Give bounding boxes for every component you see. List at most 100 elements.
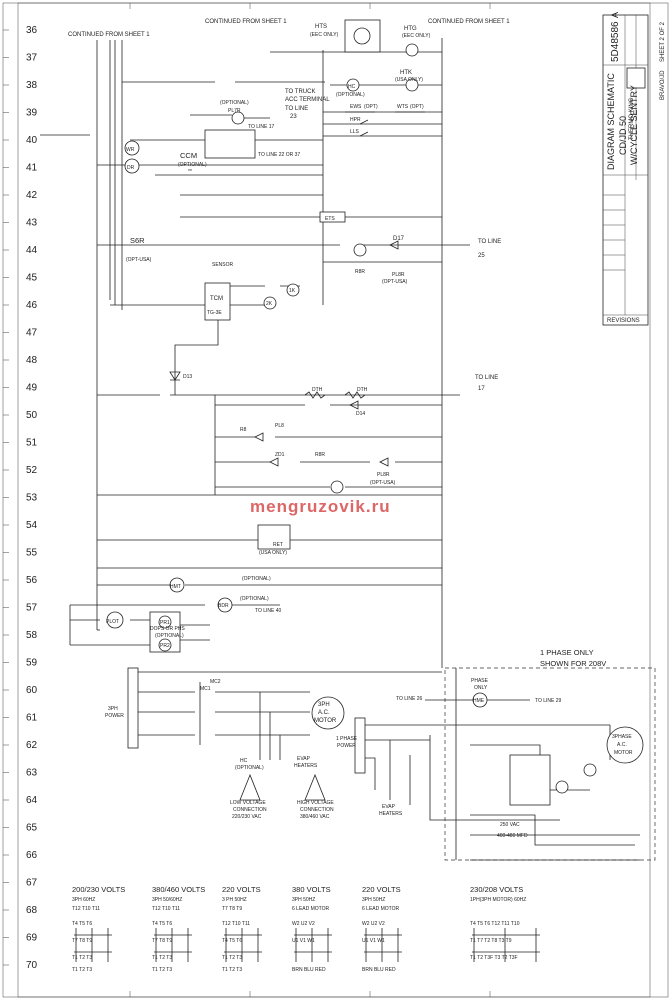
connection-table-top: T12 T10 T11 bbox=[152, 906, 180, 912]
row-number: 65 bbox=[26, 823, 38, 834]
row-number: 54 bbox=[26, 520, 38, 531]
connection-table-r3: T1 T2 T3 bbox=[72, 955, 92, 961]
connection-table-top: 6 LEAD MOTOR bbox=[362, 906, 400, 912]
only-label: ONLY bbox=[474, 685, 488, 691]
watermark: mengruzovik.ru bbox=[250, 497, 391, 516]
connection-table-title: 230/208 VOLTS bbox=[470, 885, 523, 894]
title-line-1: DIAGRAM SCHEMATIC bbox=[606, 73, 616, 170]
sheet-of: SHEET 2 OF 2 bbox=[660, 21, 666, 62]
connection-table-title: 220 VOLTS bbox=[362, 885, 401, 894]
motor-3ph: 3PH bbox=[318, 702, 330, 708]
phase-label: PHASE bbox=[471, 678, 489, 684]
optional-d11: (OPTIONAL) bbox=[336, 92, 365, 98]
low-voltage-vac: 220/230 VAC bbox=[232, 814, 262, 820]
high-connection-label: CONNECTION bbox=[300, 807, 334, 813]
d14-label: D14 bbox=[356, 411, 365, 417]
hc-optional: (OPTIONAL) bbox=[235, 765, 264, 771]
hts-sub: (EEC ONLY) bbox=[310, 32, 339, 38]
connection-table-r1: W2 U2 V2 bbox=[362, 921, 385, 927]
high-voltage-label: HIGH VOLTAGE bbox=[297, 800, 334, 806]
row-number: 47 bbox=[26, 328, 38, 339]
connection-table-top: 6 LEAD MOTOR bbox=[292, 906, 330, 912]
d17-label: D17 bbox=[393, 236, 405, 242]
connection-table-title: 200/230 VOLTS bbox=[72, 885, 125, 894]
zd1-label: ZD1 bbox=[275, 452, 285, 458]
ews-label: EWS bbox=[350, 104, 362, 110]
three-phase-motor-label: 3PHASE bbox=[612, 734, 632, 740]
vac250-label: 250 VAC bbox=[500, 822, 520, 828]
connection-table-r1: T4 T5 T6 bbox=[72, 921, 92, 927]
row-number: 48 bbox=[26, 355, 38, 366]
sensor-label: SENSOR bbox=[212, 262, 234, 268]
bdr-label: BDR bbox=[218, 603, 229, 609]
row-number: 69 bbox=[26, 933, 38, 944]
to-line-26-label: TO LINE 26 bbox=[396, 696, 423, 702]
to-line-17-label: TO LINE 17 bbox=[248, 124, 275, 130]
power-label: POWER bbox=[105, 713, 124, 719]
connection-table-sub: 3PH 50HZ bbox=[292, 897, 315, 903]
connection-table-r1: T4 T5 T6 T12 T11 T10 bbox=[470, 921, 520, 927]
hc-label: HC bbox=[240, 758, 248, 764]
row-number: 49 bbox=[26, 383, 38, 394]
r8-label: R8 bbox=[240, 427, 247, 433]
connection-table-r1: T4 T5 T6 bbox=[152, 921, 172, 927]
pl8r-sub: (OPT-USA) bbox=[382, 279, 408, 285]
mc1-label: MC1 bbox=[200, 686, 211, 692]
components-upper: HTS (EEC ONLY) HTG (EEC ONLY) HC HTK (US… bbox=[106, 19, 501, 653]
high-voltage-vac: 380/460 VAC bbox=[300, 814, 330, 820]
power-section: 1 PHASE ONLY SHOWN FOR 208V 3PH POWER MC… bbox=[105, 648, 656, 861]
pr2-label: PR2 bbox=[160, 643, 170, 649]
plot-label: PLOT bbox=[106, 619, 119, 625]
row-number: 46 bbox=[26, 300, 38, 311]
connection-table-r1: W2 U2 V2 bbox=[292, 921, 315, 927]
ccm-label: CCM bbox=[180, 151, 197, 160]
connection-table-title: 220 VOLTS bbox=[222, 885, 261, 894]
connection-table-wires bbox=[74, 928, 112, 962]
dops-sub: (OPTIONAL) bbox=[155, 633, 184, 639]
one-phase-label: 1 PHASE ONLY bbox=[540, 648, 594, 657]
company-name: THERMO KING bbox=[629, 97, 635, 140]
connection-table-top: T7 T8 T9 bbox=[222, 906, 242, 912]
row-number: 55 bbox=[26, 548, 38, 559]
drawn-by: BRAVO/JD bbox=[660, 70, 666, 100]
row-number: 37 bbox=[26, 53, 38, 64]
doc-number: 5D48586 bbox=[610, 21, 621, 62]
connection-table-wires bbox=[154, 928, 192, 962]
pl8r2-label: PL8R bbox=[377, 472, 390, 478]
ac-motor-r: A.C. bbox=[617, 742, 627, 748]
main-wiring bbox=[40, 38, 470, 668]
bdr-optional: (OPTIONAL) bbox=[240, 596, 269, 602]
row-number: 40 bbox=[26, 135, 38, 146]
one-ph-power-label: 1 PHASE bbox=[336, 736, 358, 742]
ret-sub: (USA ONLY) bbox=[259, 550, 287, 556]
row-number: 68 bbox=[26, 905, 38, 916]
row-number: 62 bbox=[26, 740, 38, 751]
row-number: 41 bbox=[26, 163, 38, 174]
hts-label: HTS bbox=[315, 24, 327, 30]
to-line-22-37-label: TO LINE 22 OR 37 bbox=[258, 152, 300, 158]
dr-label: DR bbox=[127, 165, 135, 171]
s6r-sub: (OPT-USA) bbox=[126, 257, 152, 263]
row-number: 44 bbox=[26, 245, 38, 256]
connection-table-r2: T7 T8 T9 bbox=[72, 938, 92, 944]
mc2-label: MC2 bbox=[210, 679, 221, 685]
row-number: 58 bbox=[26, 630, 38, 641]
connection-table-r2: U1 V1 W1 bbox=[292, 938, 315, 944]
title-line-3: W/CYCLE SENTRY bbox=[629, 85, 639, 165]
connection-table-r2: T1 T7 T2 T8 T3 T9 bbox=[470, 938, 512, 944]
evap-heaters-label-2: HEATERS bbox=[294, 763, 318, 769]
rev-letter: A bbox=[610, 12, 620, 18]
to-line-29-label: TO LINE 29 bbox=[535, 698, 562, 704]
htg-sub: (EEC ONLY) bbox=[402, 33, 431, 39]
continued-label-mid: CONTINUED FROM SHEET 1 bbox=[205, 19, 287, 25]
connection-table-top: T12 T10 T11 bbox=[72, 906, 100, 912]
htg-label: HTG bbox=[404, 26, 417, 32]
one-ph-power-label-2: POWER bbox=[337, 743, 356, 749]
pl8r2-sub: (OPT-USA) bbox=[370, 480, 396, 486]
hmt-label: HMT bbox=[170, 584, 181, 590]
pl7r-label: PL7R bbox=[228, 108, 241, 114]
